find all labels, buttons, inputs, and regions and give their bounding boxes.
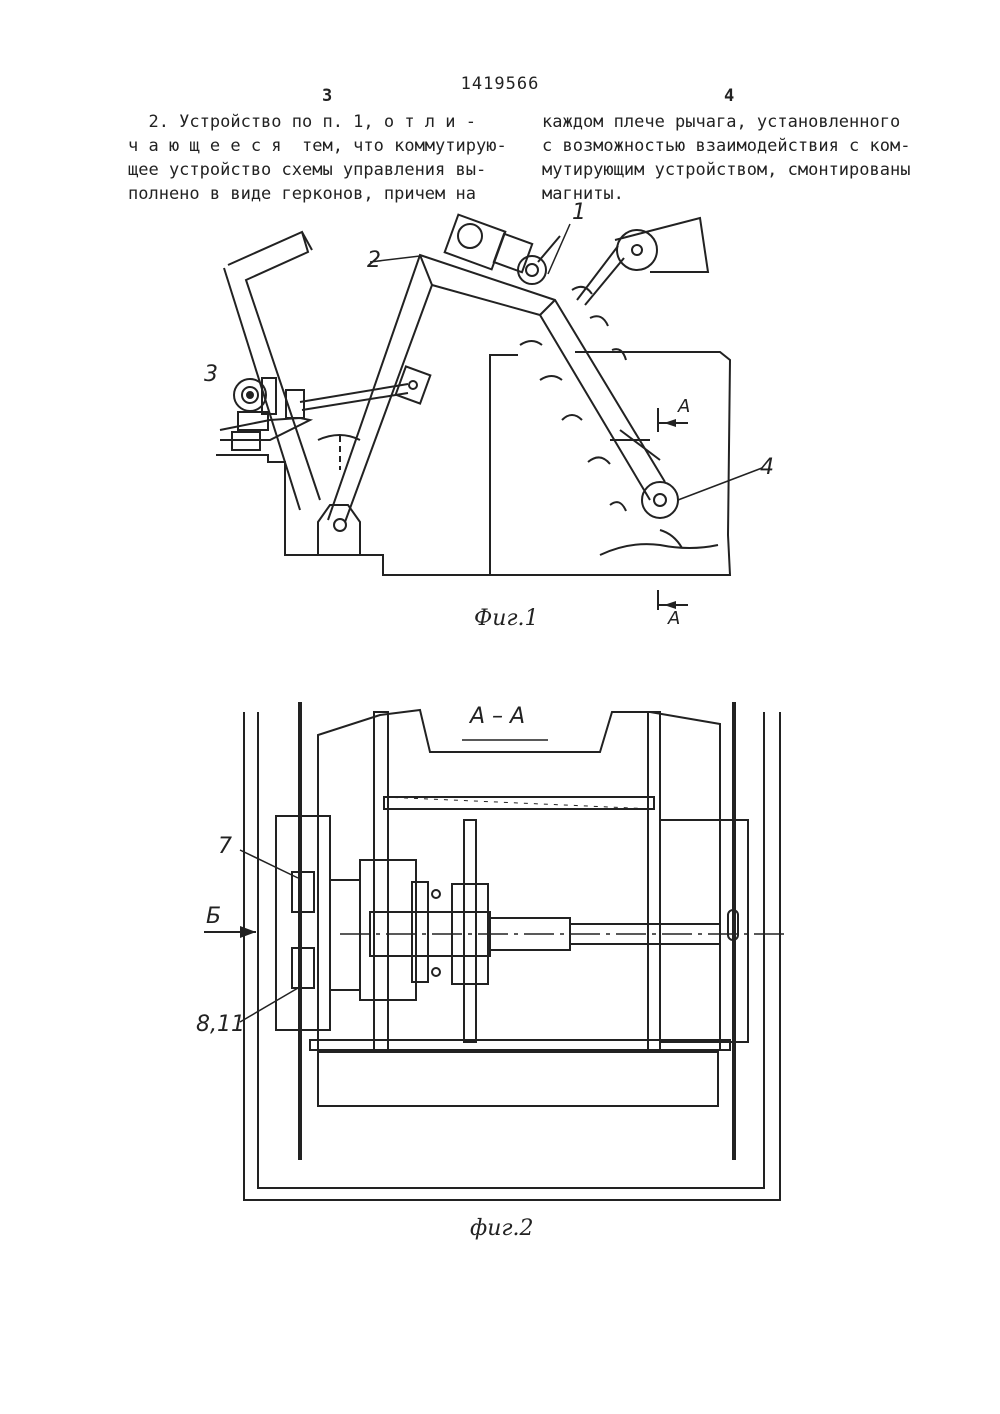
right-column-number: 4 — [724, 86, 735, 106]
figure-1-caption: Фиг.1 — [474, 606, 539, 631]
fig1-section-mark-bottom: А — [668, 608, 681, 629]
claim-line: ч а ю щ е е с я тем, что коммутирую- — [128, 136, 507, 156]
fig2-section-title: А – А — [470, 704, 526, 729]
left-column-number: 3 — [322, 86, 333, 106]
patent-number: 1419566 — [460, 74, 540, 94]
fig2-label-7: 7 — [218, 834, 232, 859]
fig1-label-4: 4 — [760, 455, 774, 480]
claim-line: мутирующим устройством, смонтированы — [542, 160, 911, 180]
fig2-label-8-11: 8,11 — [196, 1012, 245, 1037]
figure-2-caption: фиг.2 — [470, 1216, 534, 1241]
claim-line: щее устройство схемы управления вы- — [128, 160, 487, 180]
fig2-arrow-label: Б — [206, 904, 222, 929]
fig1-label-1: 1 — [572, 200, 586, 225]
claim-line: магниты. — [542, 184, 624, 204]
claim-line: каждом плече рычага, установленного — [542, 112, 901, 132]
claim-line: с возможностью взаимодействия с ком- — [542, 136, 911, 156]
claim-right-column: каждом плече рычага, установленного с во… — [542, 110, 910, 206]
claim-left-column: 2. Устройство по п. 1, о т л и - ч а ю щ… — [128, 110, 507, 206]
fig1-label-2: 2 — [367, 248, 381, 273]
claim-line: полнено в виде герконов, причем на — [128, 184, 476, 204]
fig1-section-mark-top: А — [678, 396, 691, 417]
claim-line: 2. Устройство по п. 1, о т л и - — [128, 112, 476, 132]
fig1-label-3: 3 — [204, 362, 218, 387]
